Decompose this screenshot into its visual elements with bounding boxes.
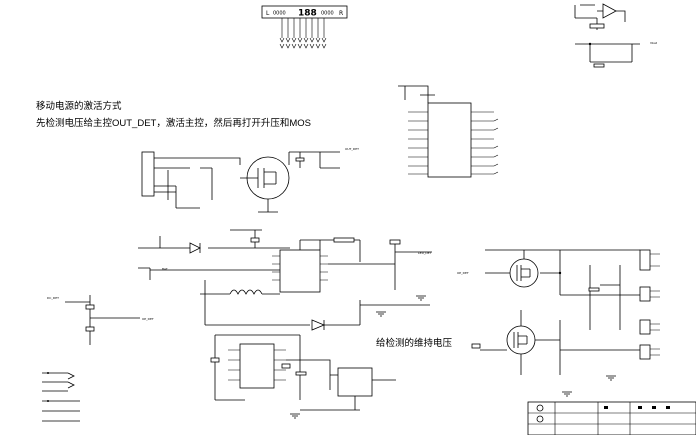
lcd-left-digits: 0000 <box>273 11 286 17</box>
label-bat: BAT <box>162 267 168 271</box>
lcd-right-digits: 0000 <box>321 11 334 17</box>
label-led-det: LED_DET <box>418 251 432 255</box>
activation-note: 先检测电压给主控OUT_DET，激活主控，然后再打开升压和MOS <box>36 118 311 129</box>
lcd-left-letter: L <box>266 10 270 17</box>
inductor-output <box>200 280 430 331</box>
label-op-det-2: OP_DET <box>142 317 154 321</box>
input-stage <box>141 151 340 213</box>
power-input <box>138 229 290 280</box>
bottom-left-connectors <box>42 372 80 422</box>
boost-ic-body <box>279 249 321 293</box>
mobile-power-title: 移动电源的激活方式 <box>36 101 122 112</box>
hold-voltage-title: 给检测的维持电压 <box>376 338 453 349</box>
label-op-det: OP_DET <box>457 271 469 275</box>
boost-ic <box>272 237 432 293</box>
left-divider <box>65 295 140 345</box>
top-right-driver <box>574 3 640 68</box>
right-switches <box>471 249 640 375</box>
ground-symbols <box>290 295 616 419</box>
microcontroller <box>398 85 499 178</box>
lcd-center-digits: 188 <box>298 9 317 19</box>
label-vbat: Vbat <box>650 41 658 45</box>
hold-regulator <box>281 359 396 411</box>
label-dc-det: DC_DET <box>47 296 59 300</box>
label-out-det: OUT_DET <box>345 147 359 151</box>
driver-ic-body <box>239 343 275 389</box>
lcd-right-letter: R <box>339 10 343 17</box>
lcd-outline <box>261 5 348 19</box>
title-block <box>527 401 696 435</box>
lcd-module: L 0000 188 0000 R <box>261 5 348 49</box>
output-connectors <box>639 249 660 360</box>
mcu-body <box>427 102 472 178</box>
regulator-body <box>337 367 373 397</box>
net-labels: OUT_DET OP_DET BAT LED_DET DC_DET OP_DET… <box>47 41 658 321</box>
lower-left-ic <box>210 334 301 401</box>
